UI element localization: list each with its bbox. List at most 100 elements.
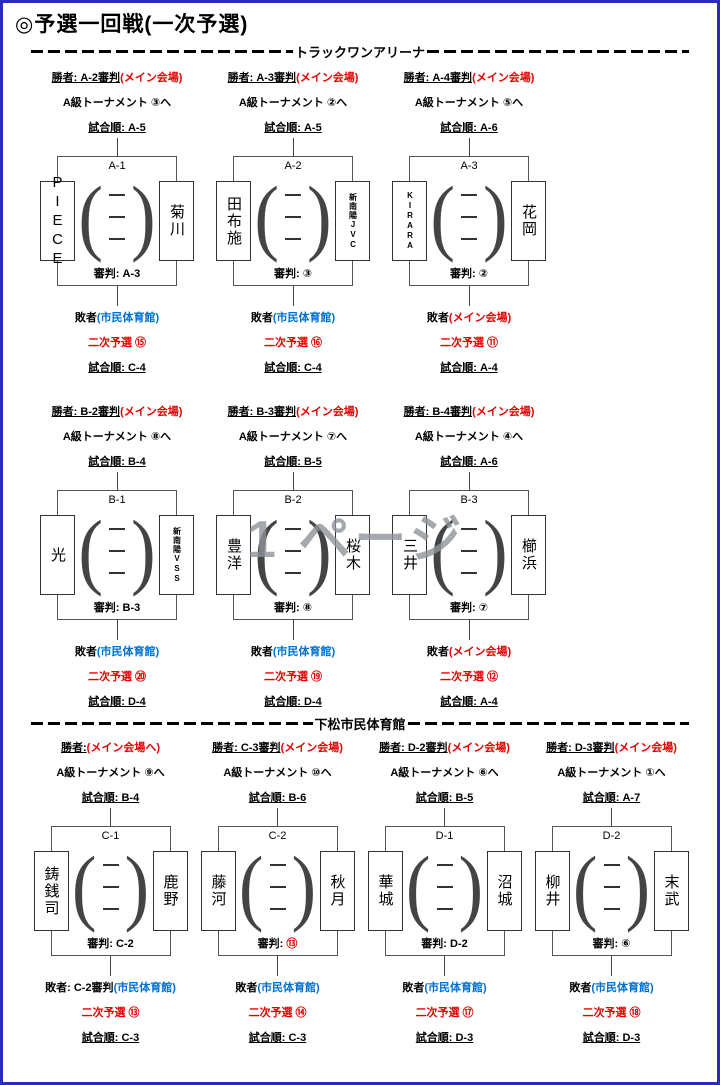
match-order-top: 試合順: A-6 — [440, 456, 498, 468]
match-order-top: 試合順: A-5 — [264, 122, 322, 134]
score-blank-line — [285, 216, 301, 218]
winner-line: 勝者: A-4審判(メイン会場) — [404, 70, 535, 86]
loser-line: 敗者(市民体育館) — [569, 980, 653, 996]
connector-bottom — [444, 956, 445, 976]
loser-line: 敗者(市民体育館) — [251, 310, 335, 326]
score-blanks — [109, 518, 125, 584]
loser-venue: (市民体育館) — [424, 982, 487, 994]
advance-line: A級トーナメント ⑩へ — [223, 767, 332, 779]
score-blanks — [109, 184, 125, 250]
connector-bottom — [277, 956, 278, 976]
referee-label: 審判: — [273, 268, 300, 280]
winner-venue: (メイン会場) — [472, 72, 535, 84]
score-blanks — [461, 518, 477, 584]
referee-line: 審判: ⑧ — [234, 599, 352, 615]
score-area: ( ) — [78, 169, 156, 265]
team-name-right: 秋月 — [328, 874, 346, 908]
referee-label: 審判: — [93, 268, 120, 280]
score-paren-close: ) — [483, 169, 508, 265]
match-box: B-2 豊洋 ( ) 桜木 審判: ⑧ — [216, 490, 370, 620]
connector-bottom — [468, 620, 470, 640]
loser-label: 敗者 — [250, 646, 273, 658]
loser-label: 敗者 — [250, 312, 273, 324]
advance-line: A級トーナメント ⑦へ — [238, 431, 348, 443]
advance-line: A級トーナメント ⑤へ — [414, 97, 524, 109]
team-name-right: 新南陽JVC — [348, 192, 358, 250]
match-unit: 勝者: A-3審判(メイン会場) A級トーナメント ②へ 試合順: A-5 A-… — [205, 68, 381, 376]
match-id: C-1 — [101, 830, 120, 842]
score-paren-open: ( — [572, 839, 598, 935]
match-order-top: 試合順: A-6 — [440, 122, 498, 134]
referee-label: 審判: — [592, 938, 619, 950]
second-round-line: 二次予選 ⑫ — [439, 671, 499, 683]
score-area: ( ) — [254, 171, 331, 263]
referee-label: 審判: — [257, 938, 284, 950]
second-round-line: 二次予選 ⑪ — [439, 337, 499, 349]
loser-label: 敗者 — [235, 982, 258, 994]
referee-line: 審判: ⑥ — [553, 935, 671, 951]
score-blanks — [603, 854, 620, 920]
loser-label: 敗者 — [569, 982, 592, 994]
match-unit: 勝者: D-2審判(メイン会場) A級トーナメント ⑥へ 試合順: B-5 D-… — [361, 738, 528, 1046]
match-id: D-2 — [602, 830, 621, 842]
venue-divider: トラックワンアリーナ — [31, 42, 690, 60]
match-unit: 勝者: D-3審判(メイン会場) A級トーナメント ①へ 試合順: A-7 D-… — [528, 738, 695, 1046]
team-box-right: 新南陽JVC — [335, 181, 370, 261]
referee-line: 審判: D-2 — [386, 935, 504, 951]
match-unit: 勝者: B-4審判(メイン会場) A級トーナメント ④へ 試合順: A-6 B-… — [381, 402, 557, 710]
score-blank-line — [461, 572, 477, 574]
referee-value: ⑬ — [286, 938, 298, 950]
match-order-top: 試合順: B-5 — [264, 456, 322, 468]
winner-label: 勝者: A-2審判 — [51, 72, 121, 84]
connector-bottom — [611, 956, 612, 976]
team-name-right: 桜木 — [344, 538, 361, 572]
score-blank-line — [102, 908, 119, 910]
connector-top — [116, 138, 118, 156]
score-blank-line — [461, 528, 477, 530]
winner-line: 勝者: A-2審判(メイン会場) — [52, 70, 183, 86]
score-blank-line — [109, 216, 125, 218]
referee-line: 審判: ② — [410, 265, 528, 281]
loser-line: 敗者(市民体育館) — [75, 644, 159, 660]
advance-line: A級トーナメント ③へ — [62, 97, 172, 109]
score-area: ( ) — [72, 841, 149, 933]
advance-line: A級トーナメント ⑨へ — [56, 767, 165, 779]
score-paren-open: ( — [238, 839, 264, 935]
match-box: B-1 光 ( ) 新南陽VSS 審判: B-3 — [40, 490, 194, 620]
connector-top — [277, 808, 278, 826]
match-id: B-3 — [460, 494, 478, 506]
team-box-right: 沼城 — [486, 851, 522, 931]
team-name-left: 光 — [49, 546, 66, 564]
score-paren-close: ) — [131, 169, 156, 265]
connector-bottom — [292, 286, 294, 306]
divider-dash-right — [427, 49, 690, 53]
loser-line: 敗者(市民体育館) — [75, 310, 159, 326]
second-round-line: 二次予選 ⑬ — [81, 1007, 140, 1019]
score-blank-line — [461, 216, 477, 218]
loser-venue: (市民体育館) — [96, 312, 160, 324]
winner-venue: (メイン会場) — [120, 72, 183, 84]
score-blank-line — [461, 194, 477, 196]
second-round-line: 二次予選 ⑱ — [582, 1007, 641, 1019]
referee-value: ⑦ — [478, 602, 489, 614]
team-box-right: 櫛浜 — [511, 515, 546, 595]
winner-line: 勝者:(メイン会場へ) — [61, 740, 160, 756]
winner-venue: (メイン会場) — [472, 406, 535, 418]
match-box: A-2 田布施 ( ) 新南陽JVC 審判: ③ — [216, 156, 370, 286]
loser-venue: (市民体育館) — [591, 982, 654, 994]
team-box-right: 菊川 — [159, 181, 194, 261]
match-order-bottom: 試合順: C-4 — [264, 362, 322, 374]
match-row: 勝者: A-2審判(メイン会場) A級トーナメント ③へ 試合順: A-5 A-… — [3, 68, 717, 376]
match-order-bottom: 試合順: D-3 — [582, 1032, 641, 1044]
score-paren-open: ( — [430, 503, 455, 599]
winner-venue: (メイン会場) — [120, 406, 183, 418]
connector-bottom — [110, 956, 111, 976]
winner-venue: (メイン会場) — [296, 406, 359, 418]
match-box: C-2 藤河 ( ) 秋月 審判: ⑬ — [200, 826, 355, 956]
score-paren-open: ( — [430, 169, 455, 265]
team-name-right: 花岡 — [520, 204, 537, 238]
team-box-right: 末武 — [653, 851, 689, 931]
match-id: A-2 — [284, 160, 302, 172]
score-blank-line — [285, 550, 301, 552]
match-id: A-1 — [108, 160, 126, 172]
